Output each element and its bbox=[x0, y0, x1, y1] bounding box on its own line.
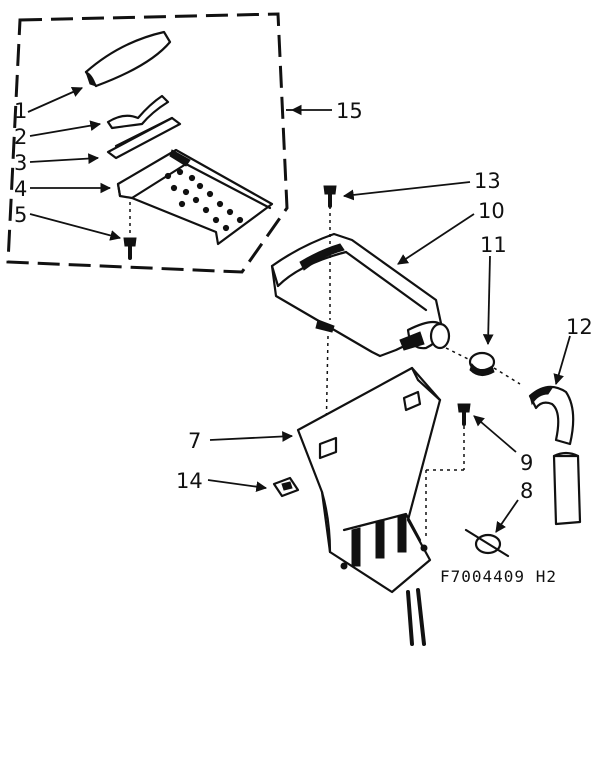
callout-8: 8 bbox=[520, 479, 533, 503]
part-1-cover bbox=[84, 30, 172, 88]
part-4-dispenser-tray bbox=[116, 148, 274, 246]
part-11-clamp bbox=[445, 347, 521, 385]
part-8-clamp bbox=[464, 528, 510, 558]
part-5-screw bbox=[123, 202, 137, 260]
callout-3: 3 bbox=[14, 151, 27, 175]
callout-7: 7 bbox=[188, 429, 201, 453]
callout-10: 10 bbox=[478, 199, 505, 223]
part-3-slide-bracket bbox=[106, 116, 182, 160]
callout-1: 1 bbox=[14, 99, 27, 123]
leader-lines bbox=[27, 87, 571, 533]
callout-15: 15 bbox=[336, 99, 363, 123]
callout-13: 13 bbox=[474, 169, 501, 193]
part-2-spring-clip bbox=[106, 94, 170, 130]
callout-4: 4 bbox=[14, 177, 27, 201]
callout-12: 12 bbox=[566, 315, 593, 339]
part-12-hose bbox=[528, 385, 582, 526]
callout-5: 5 bbox=[14, 203, 27, 227]
callout-2: 2 bbox=[14, 125, 27, 149]
callout-9: 9 bbox=[520, 451, 533, 475]
part-9-screw bbox=[425, 403, 471, 540]
callout-11: 11 bbox=[480, 233, 507, 257]
figure-code: F7004409 H2 bbox=[440, 567, 557, 586]
part-14-clip bbox=[272, 476, 300, 498]
callout-14: 14 bbox=[176, 469, 203, 493]
part-7-mounting-plate bbox=[296, 366, 442, 646]
part-10-housing bbox=[270, 232, 451, 358]
